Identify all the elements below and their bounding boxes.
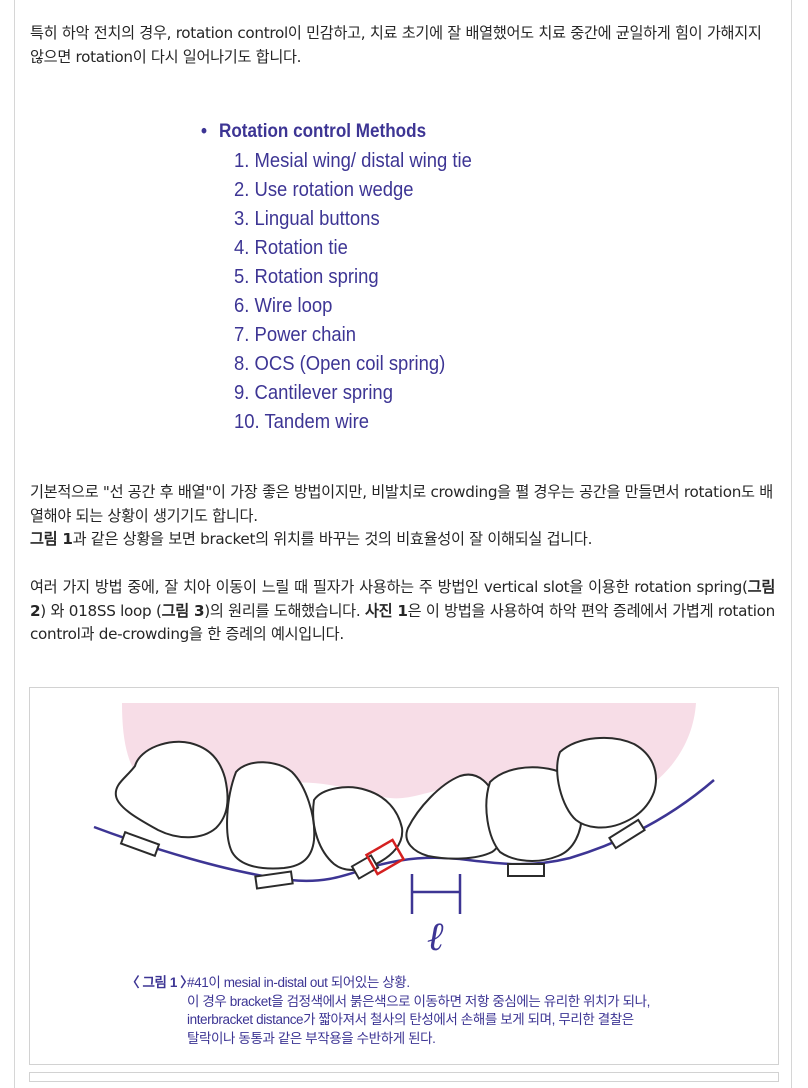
method-item: 6. Wire loop	[234, 294, 333, 317]
bracket-5	[507, 863, 545, 877]
method-text-c: ) 와 018SS loop (	[40, 601, 162, 620]
archwire	[93, 779, 715, 883]
caption-line-4: 탈락이나 동통과 같은 부작용을 수반하게 된다.	[187, 1030, 436, 1046]
tooth-6	[556, 736, 657, 829]
caption-label: 〈 그림 1 〉	[126, 975, 194, 990]
caption-line-2: 이 경우 bracket을 검정색에서 붉은색으로 이동하면 저항 중심에는 유…	[187, 993, 650, 1009]
method-text-e: 은 이 방법을 사용하여 하악 편악 증례에서 가볍게 rotation con…	[30, 601, 775, 644]
method-paragraph: 여러 가지 방법 중에, 잘 치아 이동이 느릴 때 필자가 사용하는 주 방법…	[30, 576, 775, 647]
tooth-2	[226, 761, 316, 870]
method-item: 9. Cantilever spring	[234, 381, 393, 404]
methods-title: • Rotation control Methods	[201, 118, 469, 146]
moved-bracket	[364, 838, 406, 876]
method-item: 1. Mesial wing/ distal wing tie	[234, 149, 472, 172]
method-item: 2. Use rotation wedge	[234, 178, 414, 201]
strategy-paragraph: 기본적으로 "선 공간 후 배열"이 가장 좋은 방법이지만, 비발치로 cro…	[30, 481, 775, 552]
figure-1-caption: 〈 그림 1 〉#41이 mesial in-distal out 되어있는 상…	[126, 974, 650, 1048]
figure-1: ℓ 〈 그림 1 〉#41이 mesial in-distal out 되어있는…	[29, 687, 779, 1065]
method-item: 7. Power chain	[234, 323, 357, 346]
tooth-1	[114, 740, 229, 839]
method-item: 3. Lingual buttons	[234, 207, 380, 230]
strategy-text: 기본적으로 "선 공간 후 배열"이 가장 좋은 방법이지만, 비발치로 cro…	[30, 483, 773, 525]
intro-paragraph: 특히 하악 전치의 경우, rotation control이 민감하고, 치료…	[30, 24, 762, 66]
figure-1-reference: 그림 1	[30, 530, 73, 548]
rotation-methods-list: • Rotation control Methods 1. Mesial wing…	[201, 118, 498, 436]
bracket-2	[254, 870, 294, 890]
method-item: 4. Rotation tie	[234, 236, 348, 259]
teeth-diagram: ℓ	[93, 703, 715, 960]
bullet-icon: •	[201, 121, 207, 142]
strategy-text-2: 과 같은 상황을 보면 bracket의 위치를 바꾸는 것의 비효율성이 잘 …	[72, 530, 593, 548]
method-item: 10. Tandem wire	[234, 410, 370, 433]
method-text-d: )의 원리를 도해했습니다.	[204, 601, 365, 620]
photo-1-reference: 사진 1	[364, 601, 408, 620]
methods-items: 1. Mesial wing/ distal wing tie 2. Use r…	[201, 146, 498, 436]
bracket-1	[119, 830, 161, 858]
method-text-a: 여러 가지 방법 중에, 잘 치아 이동이 느릴 때 필자가 사용하는 주 방법…	[30, 578, 748, 596]
tooth-3	[312, 786, 404, 871]
tooth-5	[485, 766, 584, 862]
caption-line-1: #41이 mesial in-distal out 되어있는 상황.	[187, 975, 410, 990]
bracket-6	[608, 818, 646, 850]
figure-2-reference: 그림2	[30, 578, 775, 620]
methods-title-text: Rotation control Methods	[219, 121, 427, 142]
caption-line-3: interbracket distance가 짧아져서 철사의 탄성에서 손해를…	[187, 1012, 634, 1027]
content-frame	[14, 0, 792, 1088]
method-item: 5. Rotation spring	[234, 265, 379, 288]
figure-3-reference: 그림 3	[161, 601, 205, 620]
next-figure-box	[29, 1072, 779, 1082]
distance-symbol: ℓ	[427, 913, 444, 960]
method-item: 8. OCS (Open coil spring)	[234, 352, 446, 375]
